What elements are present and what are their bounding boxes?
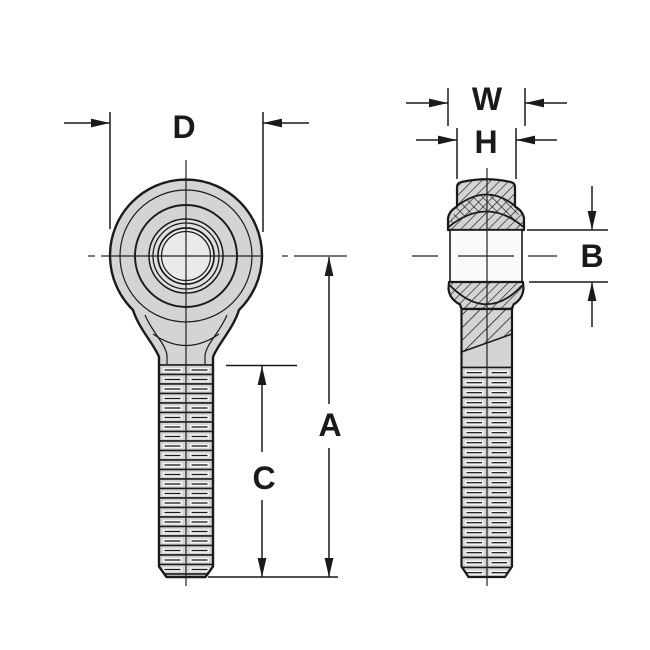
front-neck-line-left (144, 314, 168, 364)
b-arrowhead-top (587, 211, 597, 230)
dimension-C-label: C (252, 460, 275, 496)
a-arrowhead-bottom (324, 558, 334, 577)
front-centerlines (88, 160, 347, 586)
a-arrowhead-top (324, 257, 334, 276)
dimension-A: A (318, 257, 342, 577)
w-arrowhead-right (525, 98, 544, 108)
h-arrowhead-left (438, 135, 457, 145)
front-outline (108, 178, 264, 579)
dimensions: D A C W (64, 81, 608, 578)
h-arrowhead-right (516, 135, 535, 145)
w-arrowhead-left (429, 98, 448, 108)
dimension-H: H (416, 124, 557, 179)
side-bottom-cap-hatch (448, 282, 524, 309)
dimension-W-label: W (472, 81, 503, 117)
dimension-B-label: B (580, 238, 603, 274)
c-arrowhead-bottom (257, 558, 267, 577)
dimension-H-label: H (474, 124, 497, 160)
b-arrowhead-bottom (587, 282, 597, 301)
dimension-W: W (406, 81, 567, 126)
side-shank-outline (460, 307, 514, 579)
dimension-D: D (64, 109, 309, 232)
side-top-cap-outline (446, 178, 526, 232)
front-view (88, 160, 347, 586)
dimension-A-label: A (318, 407, 341, 443)
side-view (412, 168, 557, 586)
front-neck-line-right (204, 314, 228, 364)
c-arrowhead-top (257, 366, 267, 385)
side-centerlines (412, 168, 557, 586)
dimension-C: C (226, 364, 297, 577)
dimension-D-label: D (172, 109, 195, 145)
d-arrowhead-right (263, 118, 282, 128)
d-arrowhead-left (91, 118, 110, 128)
dimension-B: B (527, 186, 608, 327)
